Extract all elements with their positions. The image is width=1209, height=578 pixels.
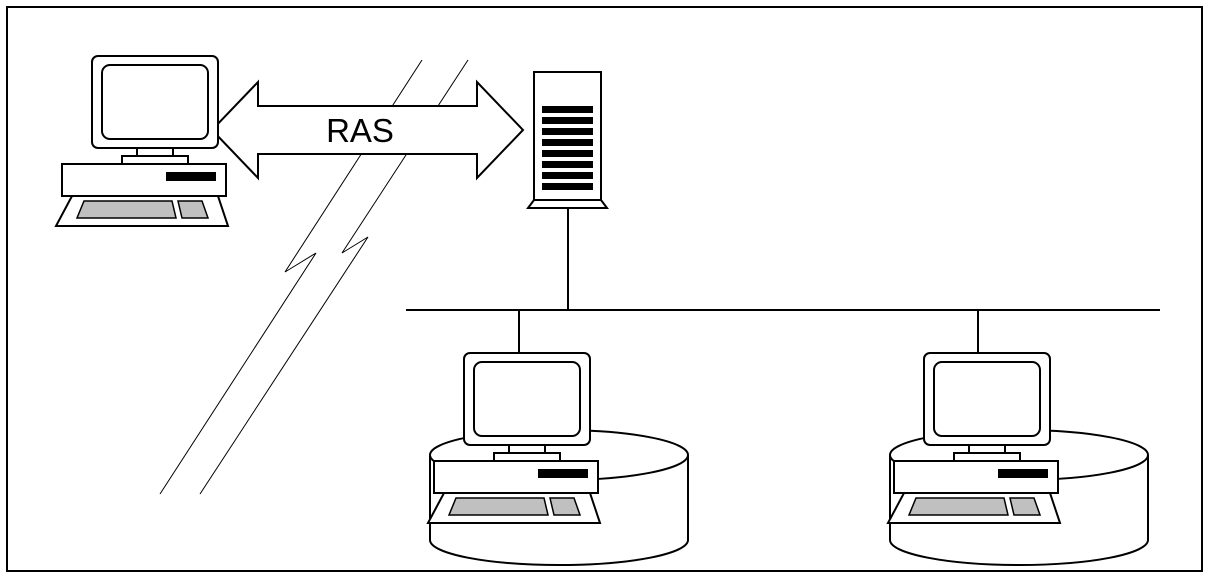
lan-wiring	[406, 208, 1160, 353]
dial-up-link-lines	[159, 59, 469, 495]
tower-server-icon	[526, 71, 609, 209]
ras-double-arrow-icon	[210, 79, 525, 181]
lan-workstation-1-icon	[427, 352, 689, 566]
ras-label: RAS	[326, 112, 394, 149]
diagram-frame	[6, 6, 1203, 572]
remote-computer-icon	[55, 55, 229, 227]
lan-workstation-2-icon	[887, 352, 1149, 566]
